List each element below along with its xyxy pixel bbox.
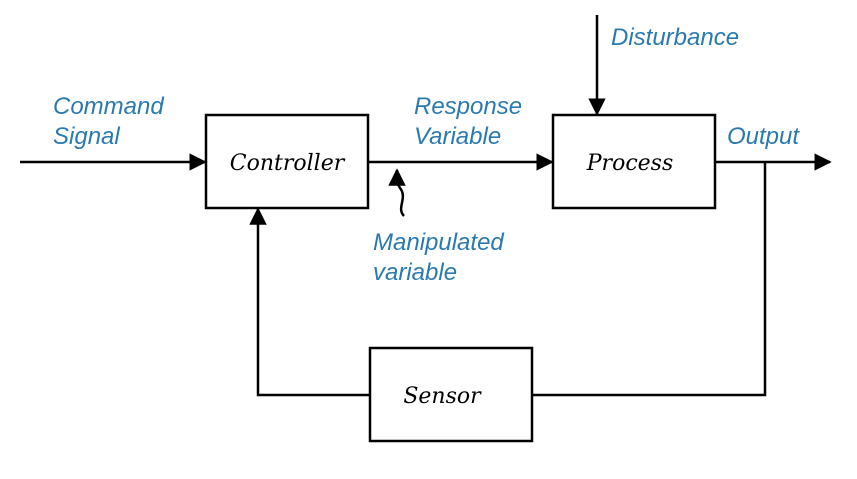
manipulated-variable-label-line1: Manipulated (373, 229, 504, 256)
response-variable-label-line2: Variable (414, 123, 501, 150)
feedback-line-to-sensor (532, 162, 767, 397)
sensor-label: Sensor (403, 384, 482, 409)
disturbance-label: Disturbance (611, 24, 739, 51)
controller-label: Controller (230, 151, 346, 176)
sensor-block (368, 346, 534, 443)
response-variable-label-line1: Response (414, 93, 522, 120)
process-label: Process (586, 151, 674, 176)
manipulated-variable-label-line2: variable (373, 259, 457, 286)
process-block (551, 113, 717, 210)
command-signal-label-line1: Command (53, 93, 164, 120)
manipulated-variable-pointer (388, 168, 406, 217)
command-signal-label-line2: Signal (53, 123, 120, 150)
output-label: Output (727, 123, 800, 150)
feedback-line-to-controller (249, 207, 370, 397)
